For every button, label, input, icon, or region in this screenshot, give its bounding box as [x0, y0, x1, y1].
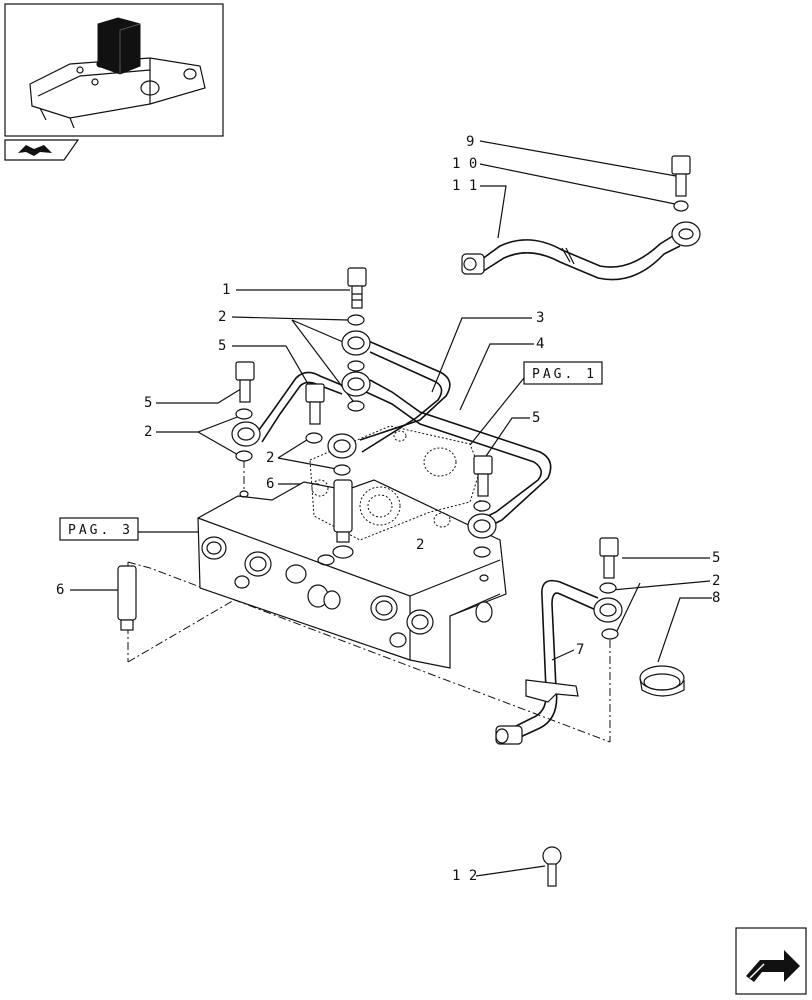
folder-arrow-icon[interactable]: [4, 139, 80, 161]
callout-1: 1: [222, 282, 230, 298]
callout-4: 4: [536, 336, 544, 352]
upper-valve-section: [309, 425, 481, 541]
callout-12: 1 2: [452, 868, 477, 884]
hose-clip-8: [639, 665, 685, 697]
pipe-5-left: [255, 371, 345, 443]
pipe-7: [495, 579, 623, 745]
banjo-bolt-5-far-right: [599, 537, 619, 579]
spacer-6-middle: [332, 479, 354, 559]
banjo-bolt-5-right: [473, 455, 493, 497]
callout-3: 3: [536, 310, 544, 326]
callout-10: 1 0: [452, 156, 477, 172]
sealing-washers: [235, 200, 689, 640]
callout-9: 9: [466, 134, 474, 150]
callout-5-right: 5: [532, 410, 540, 426]
spacer-6-left: [117, 565, 137, 631]
leader-lines: [70, 140, 712, 877]
callout-2-left: 2: [144, 424, 152, 440]
callout-8: 8: [712, 590, 720, 606]
next-page-arrow-icon[interactable]: [735, 927, 807, 995]
banjo-bolt-1: [347, 267, 367, 309]
page-ref-pag-3-label: PAG. 3: [68, 523, 133, 538]
callout-7: 7: [576, 642, 584, 658]
tube-assembly-11: [461, 221, 701, 281]
callout-5-left: 5: [144, 395, 152, 411]
banjo-bolt-5-left: [235, 361, 255, 403]
valve-body: [197, 479, 507, 669]
callout-6-middle: 6: [266, 476, 274, 492]
callout-6-left: 6: [56, 582, 64, 598]
banjo-bolt-9: [671, 155, 691, 197]
callout-2-middle: 2: [266, 450, 274, 466]
callout-2-lower: 2: [416, 537, 424, 553]
callout-labels: 9 1 0 1 1 1 2 3 5 4 5 5 2 2 6 2 5 2 6 8 …: [56, 134, 720, 884]
banjo-bolt-5-middle: [305, 383, 325, 425]
page-ref-pag-1-label: PAG. 1: [532, 367, 597, 382]
thumbnail-overview-icon[interactable]: [4, 3, 224, 137]
page-ref-pag-1[interactable]: PAG. 1: [523, 361, 603, 385]
banjo-fittings: [231, 330, 497, 539]
pipe-3: [359, 339, 451, 453]
pipe-4: [365, 379, 552, 527]
callout-5-top: 5: [218, 338, 226, 354]
callout-5-far-right: 5: [712, 550, 720, 566]
callout-2-top: 2: [218, 309, 226, 325]
callout-11: 1 1: [452, 178, 477, 194]
bolt-12: [542, 846, 562, 887]
page-ref-pag-3[interactable]: PAG. 3: [59, 517, 139, 541]
callout-2-far-right: 2: [712, 573, 720, 589]
